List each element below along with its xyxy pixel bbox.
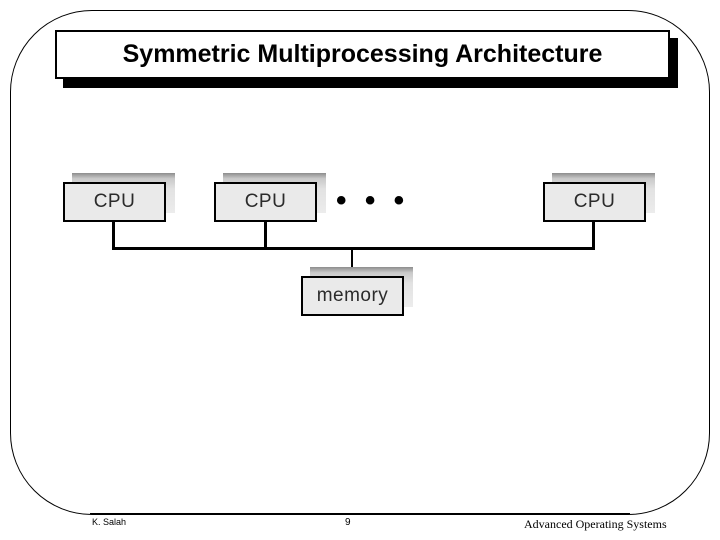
ellipsis-indicator: • • • — [336, 184, 410, 217]
footer-divider — [90, 513, 630, 514]
diagram-node-memory: memory — [301, 267, 413, 316]
connector-cpu-1-to-bus — [264, 221, 267, 250]
node-face: CPU — [214, 182, 317, 222]
node-label: CPU — [573, 191, 616, 212]
footer-page-number: 9 — [345, 517, 351, 528]
connector-cpu-2-to-bus — [592, 221, 595, 250]
connector-cpu-0-to-bus — [112, 221, 115, 250]
page-title: Symmetric Multiprocessing Architecture — [122, 40, 603, 68]
connector-bus-to-memory — [351, 247, 353, 278]
slide-frame-outline — [10, 10, 710, 515]
footer-author: K. Salah — [92, 517, 127, 527]
diagram-node-cpu-1: CPU — [214, 173, 326, 222]
diagram-node-cpu-2: CPU — [543, 173, 655, 222]
node-label: CPU — [93, 191, 136, 212]
footer-course-title: Advanced Operating Systems — [524, 517, 667, 531]
system-bus-line — [112, 247, 595, 250]
node-face: memory — [301, 276, 404, 316]
title-box: Symmetric Multiprocessing Architecture — [55, 30, 670, 79]
diagram-node-cpu-0: CPU — [63, 173, 175, 222]
node-label: memory — [316, 285, 389, 306]
node-face: CPU — [63, 182, 166, 222]
node-face: CPU — [543, 182, 646, 222]
node-label: CPU — [244, 191, 287, 212]
